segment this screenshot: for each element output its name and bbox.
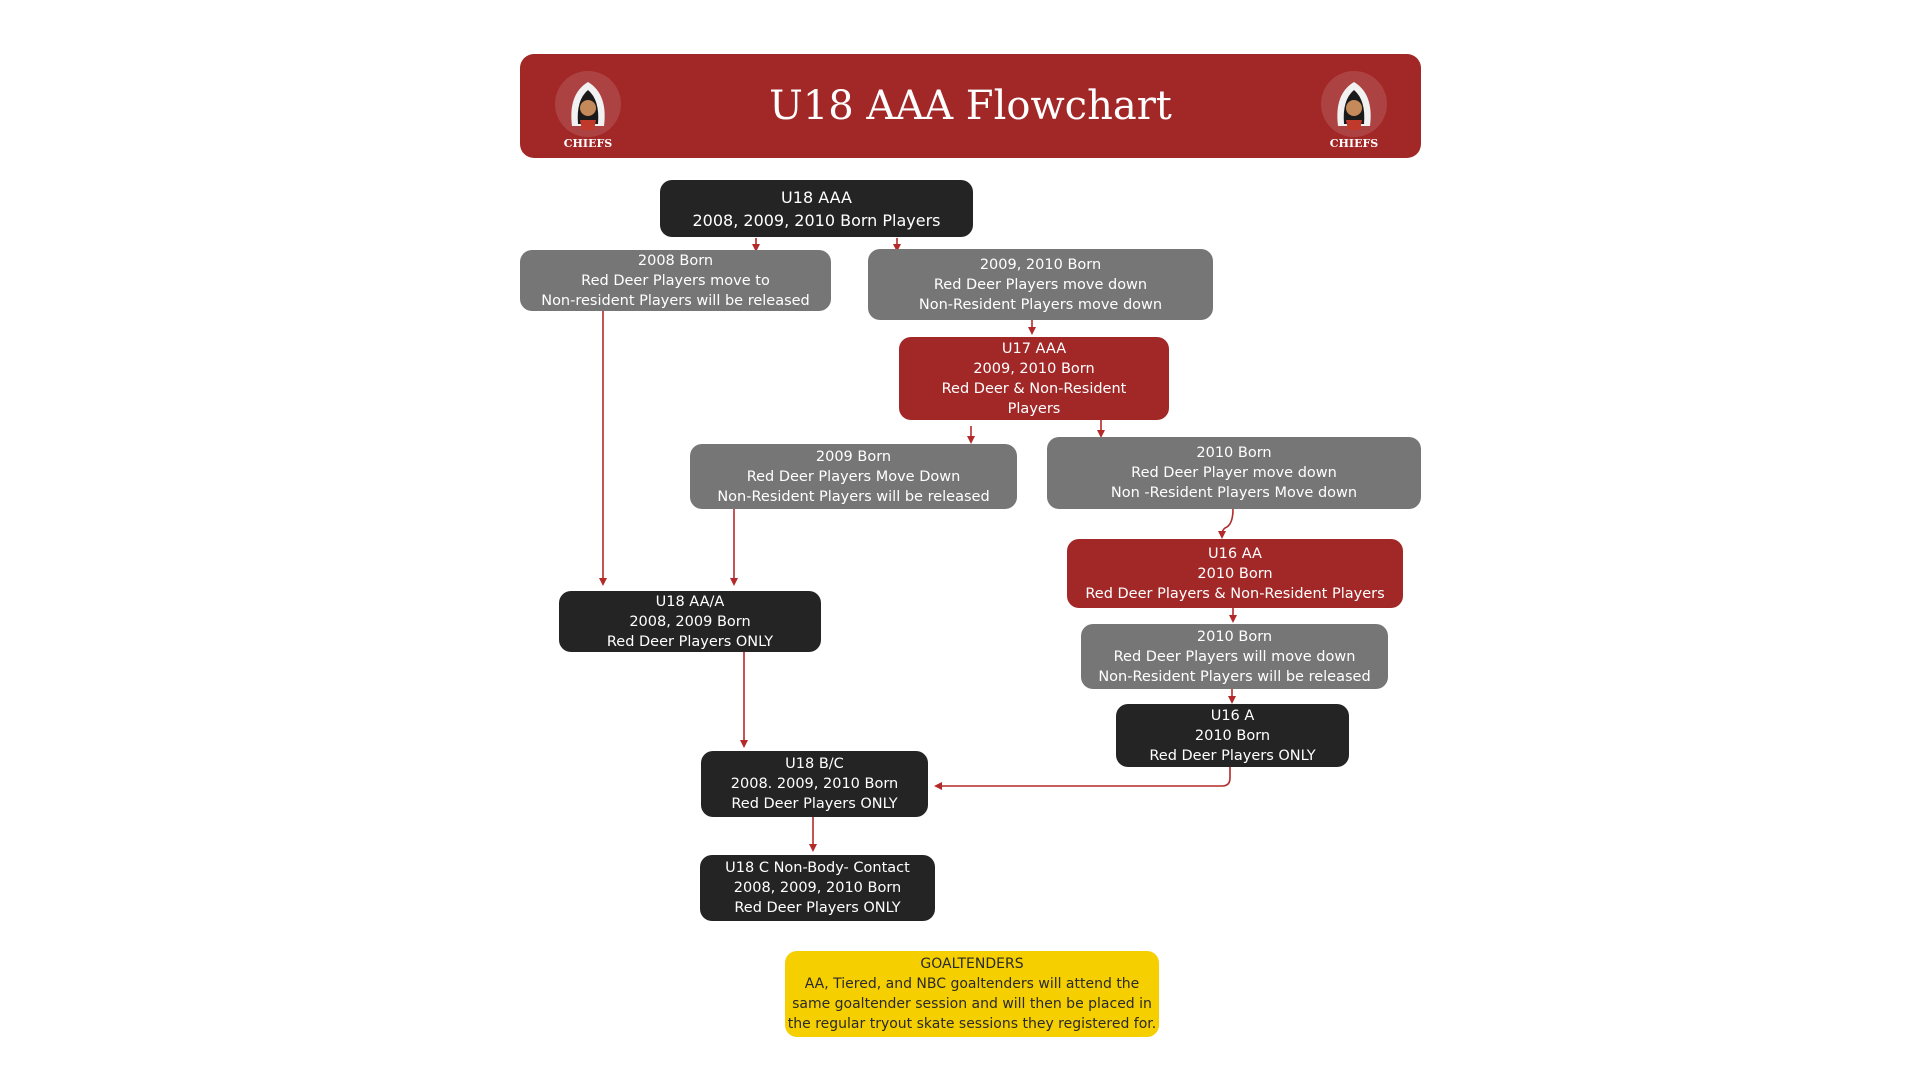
node-text-line: 2009 Born — [815, 448, 892, 465]
node-text-line: Red Deer Player move down — [1131, 465, 1337, 481]
node-text-line: Red Deer Players move to — [581, 272, 770, 289]
node-text-line: Red Deer Players ONLY — [731, 796, 898, 812]
node-text-line: 2010 Born — [1194, 727, 1271, 744]
node-text-line: Non-resident Players will be released — [541, 292, 810, 309]
node-text-line: U18 C Non-Body- Contact — [725, 860, 910, 876]
chiefs-logo-left: CHIEFS — [555, 71, 621, 150]
node-u18-aaa: U18 AAA 2008, 2009, 2010 Born Players — [660, 180, 973, 237]
node-text-line: the regular tryout skate sessions they r… — [787, 1016, 1157, 1032]
node-text-line: Red Deer Players ONLY — [1149, 747, 1316, 764]
goaltenders-note: GOALTENDERS AA, Tiered, and NBC goaltende… — [785, 951, 1159, 1037]
node-text-line: 2008. 2009, 2010 Born — [730, 776, 899, 792]
node-u18-c-nbc: U18 C Non-Body- Contact 2008, 2009, 2010 … — [700, 855, 935, 921]
node-text-line: U18 AA/A — [655, 593, 725, 610]
node-text-line: Non-Resident Players move down — [918, 296, 1163, 313]
node-text-line: 2008, 2009, 2010 Born Players — [692, 210, 941, 230]
node-text-line: 2010 Born — [1196, 445, 1272, 461]
node-text-line: 2008 Born — [637, 252, 714, 269]
node-text-line: Red Deer Players & Non-Resident Players — [1085, 585, 1385, 602]
node-text-line: Red Deer Players move down — [933, 276, 1148, 293]
logo-label: CHIEFS — [564, 137, 612, 150]
node-text-line: U16 AA — [1208, 545, 1262, 562]
chiefs-logo-right: CHIEFS — [1321, 71, 1387, 150]
node-text-line: Players — [1007, 400, 1061, 417]
node-text-line: 2009, 2010 Born — [979, 256, 1102, 273]
node-text-line: 2009, 2010 Born — [973, 360, 1095, 377]
arrow-u16a-to-u18bc — [934, 766, 1231, 790]
node-text-line: GOALTENDERS — [920, 956, 1024, 972]
node-text-line: Red Deer & Non-Resident — [941, 380, 1127, 397]
page-title: U18 AAA Flowchart — [769, 83, 1172, 129]
node-text-line: Red Deer Players ONLY — [606, 633, 774, 650]
node-text-line: U17 AAA — [1001, 340, 1067, 357]
node-text-line: 2010 Born — [1196, 628, 1273, 645]
arrow-2010-to-u16aa — [1218, 508, 1234, 539]
node-text-line: U18 AAA — [781, 187, 852, 207]
node-text-line: same goaltender session and will then be… — [792, 996, 1152, 1012]
node-text-line: Non -Resident Players Move down — [1110, 485, 1358, 501]
header-banner: CHIEFS U18 AAA Flowchart CHIEFS — [520, 54, 1421, 158]
node-text-line: U16 A — [1210, 707, 1255, 724]
node-text-line: Non-Resident Players will be released — [1098, 668, 1371, 685]
node-text-line: U18 B/C — [785, 756, 844, 772]
logo-label: CHIEFS — [1330, 137, 1378, 150]
node-text-line: Red Deer Players will move down — [1113, 648, 1356, 665]
node-text-line: Non-Resident Players will be released — [717, 488, 990, 505]
node-text-line: 2010 Born — [1197, 565, 1273, 582]
node-text-line: Red Deer Players Move Down — [746, 468, 961, 485]
node-text-line: 2008, 2009 Born — [629, 613, 751, 630]
node-text-line: AA, Tiered, and NBC goaltenders will att… — [804, 976, 1140, 992]
node-text-line: 2008, 2009, 2010 Born — [733, 880, 902, 896]
node-text-line: Red Deer Players ONLY — [734, 900, 901, 916]
